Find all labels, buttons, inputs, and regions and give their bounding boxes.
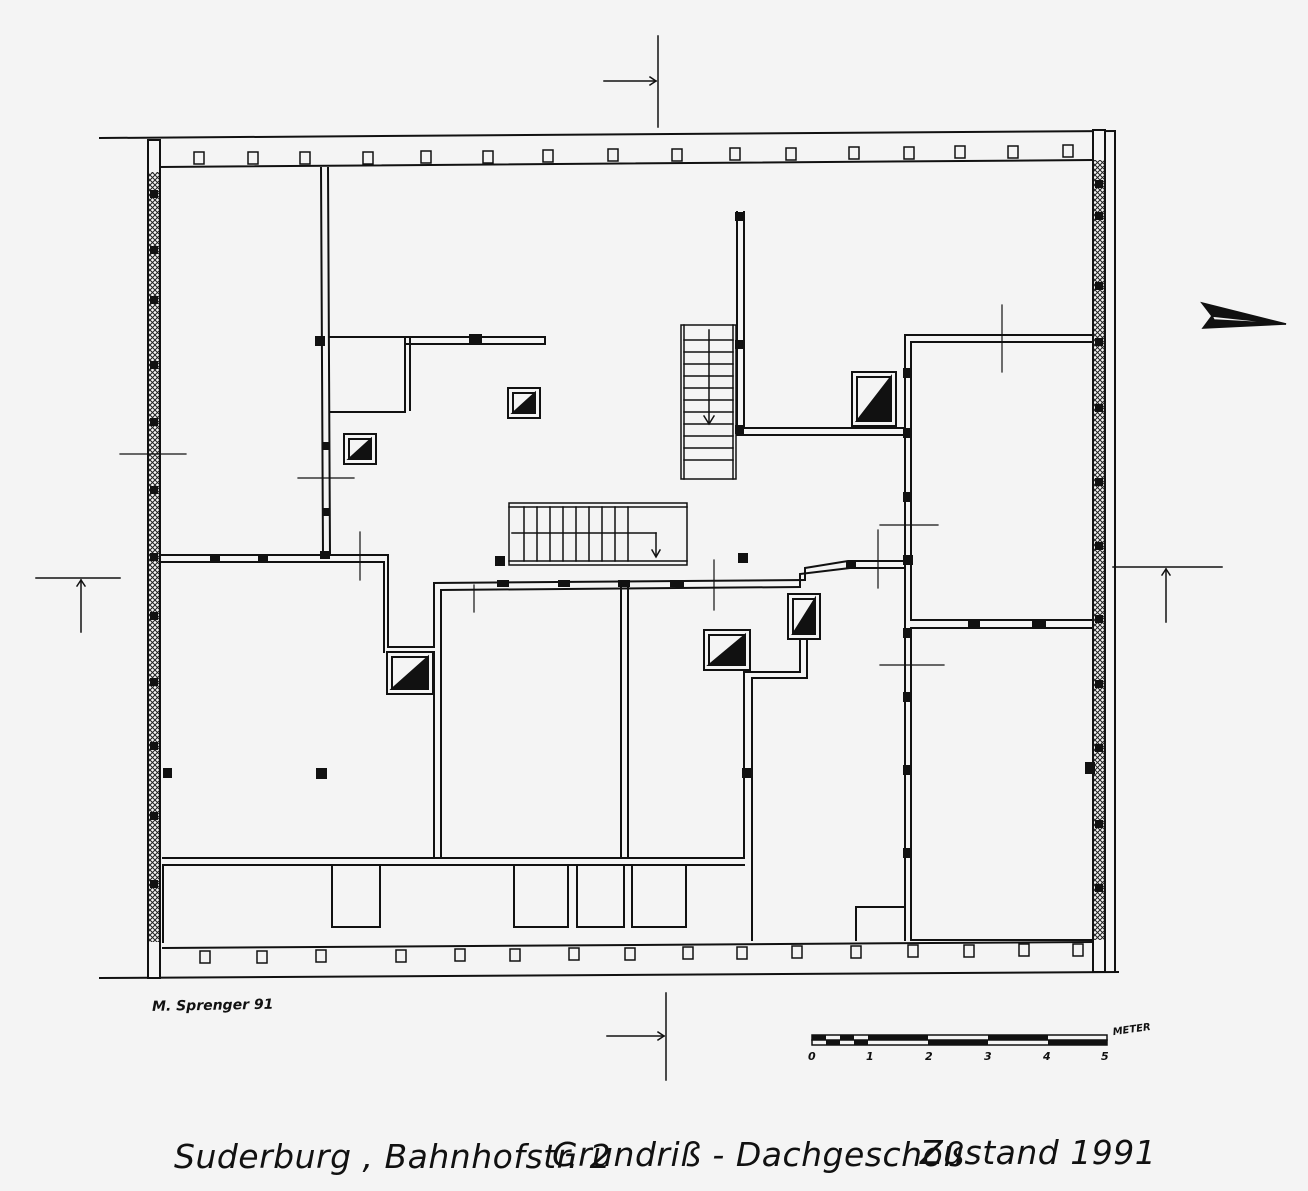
chimney-icon [507, 387, 541, 419]
partition-post-marks [163, 212, 1095, 858]
scale-tick-label: 2 [925, 1050, 933, 1063]
scale-bar [811, 1034, 1108, 1046]
scale-unit-label: METER [1112, 1022, 1151, 1038]
chimney-icon [787, 593, 821, 640]
chimney-icon [386, 651, 434, 695]
section-marker-icon [606, 992, 667, 1081]
section-marker-icon [603, 35, 659, 128]
scale-tick-label: 4 [1042, 1050, 1051, 1063]
scale-tick-label: 3 [984, 1050, 992, 1063]
scale-tick-label: 0 [808, 1050, 816, 1063]
chimney-icon [343, 433, 377, 465]
chimney-icon [851, 371, 897, 427]
title-plan: Grundriß - Dachgeschoß [552, 1135, 965, 1174]
scale-tick-label: 5 [1101, 1050, 1109, 1063]
wall-post-marks [150, 180, 1103, 892]
staircase-icon [508, 502, 688, 566]
drawing-title: Suderburg , Bahnhofstr. 2 Grundriß - Dac… [174, 1133, 1156, 1176]
chimney-icon [703, 629, 751, 671]
rafter-posts [193, 144, 1084, 964]
drafter-signature: M. Sprenger 91 [152, 997, 274, 1015]
interior-partitions [159, 166, 1093, 943]
section-marker-icon [35, 577, 121, 633]
section-marker-icon [1112, 566, 1223, 623]
staircase-icon [680, 324, 737, 480]
title-location: Suderburg , Bahnhofstr. 2 [174, 1137, 611, 1176]
scale-bar-labels: 0 1 2 3 4 5 METER [808, 1022, 1151, 1063]
north-arrow-icon [1200, 301, 1287, 329]
door-marks [119, 304, 1029, 666]
scale-tick-label: 1 [866, 1050, 874, 1063]
title-state: Zustand 1991 [919, 1133, 1156, 1172]
